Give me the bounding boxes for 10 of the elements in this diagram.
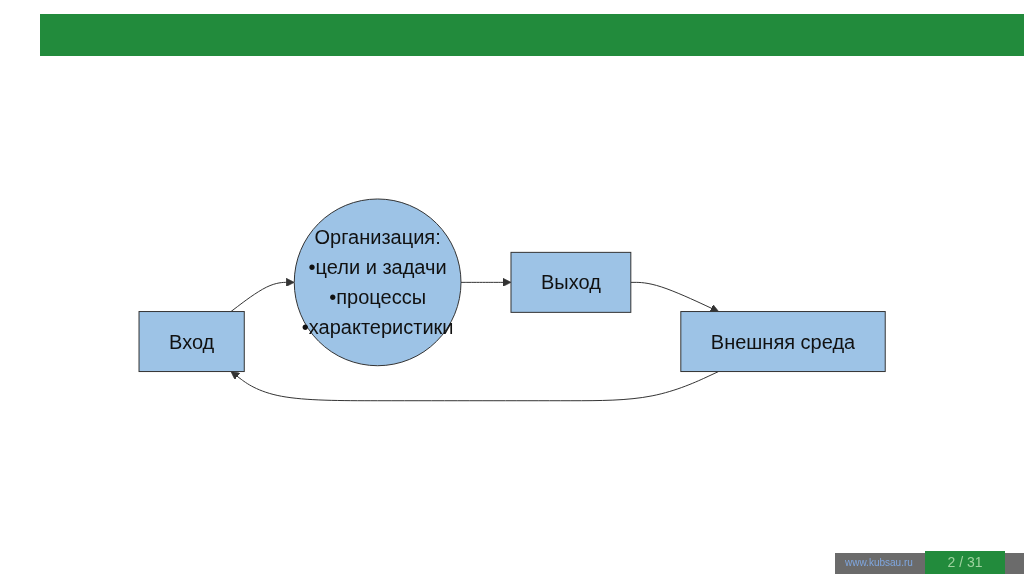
node-box: Внешняя среда <box>680 311 886 373</box>
arrow <box>460 278 512 287</box>
arrow <box>230 371 719 402</box>
arrow <box>230 278 295 313</box>
web-address: www.kubsau.ru <box>845 557 913 568</box>
node-circle: Организация: •цели и задачи •процессы •характеристики <box>293 198 462 367</box>
node-box: Выход <box>510 252 632 313</box>
arrow <box>630 282 719 313</box>
node-box: Вход <box>138 311 245 373</box>
page-number: 2 / 31 <box>925 551 1005 574</box>
